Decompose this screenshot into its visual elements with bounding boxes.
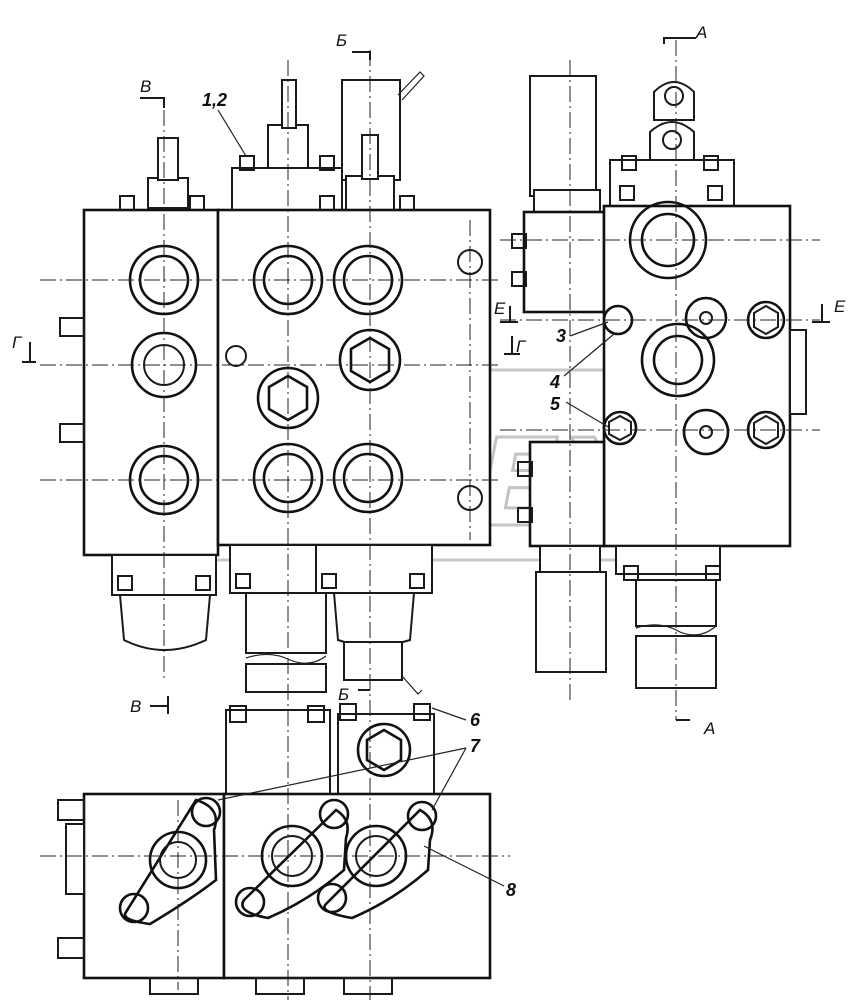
- callout-5: 5: [550, 394, 561, 414]
- section-mark-a-top: A: [695, 23, 707, 42]
- section-mark-g-mid: Г: [516, 337, 527, 356]
- callout-3: 3: [556, 326, 566, 346]
- section-mark-b-bottom: Б: [338, 685, 349, 704]
- callout-8: 8: [506, 880, 516, 900]
- callouts: 1,2 3 4 5 6 7 8: [202, 90, 615, 900]
- center-lines: [40, 40, 820, 1000]
- section-mark-a-bottom: A: [703, 719, 715, 738]
- section-mark-v-bottom: В: [130, 697, 141, 716]
- section-mark-e-right: E: [834, 297, 846, 316]
- callout-6: 6: [470, 710, 481, 730]
- section-mark-v-top: В: [140, 77, 151, 96]
- left-valve-body: [59, 71, 492, 695]
- callout-4: 4: [549, 372, 560, 392]
- section-mark-b-top: Б: [336, 31, 347, 50]
- section-mark-g-left: Г: [12, 333, 23, 352]
- right-valve-body: [511, 75, 807, 689]
- callout-1-2: 1,2: [202, 90, 227, 110]
- bottom-valve-view: [57, 703, 492, 995]
- section-mark-e-mid: E: [494, 299, 506, 318]
- callout-7: 7: [470, 736, 481, 756]
- section-marks: A A Б Б В В Г Г E E: [12, 23, 846, 738]
